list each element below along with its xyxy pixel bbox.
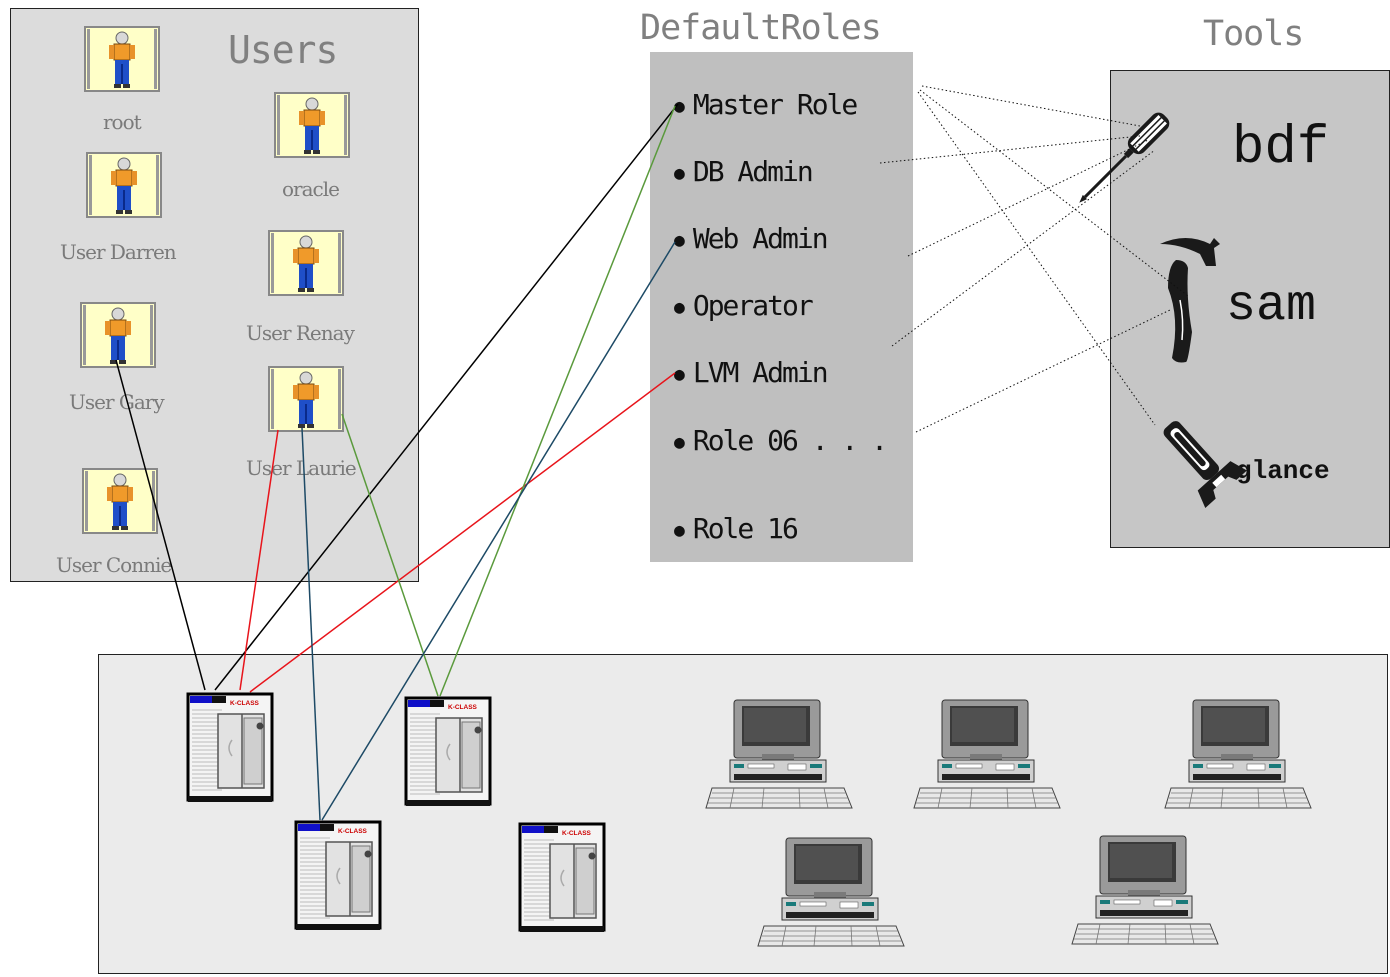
- role-web-admin[interactable]: ●Web Admin: [674, 222, 829, 255]
- server-cabinet-3[interactable]: [294, 820, 382, 932]
- workstation-2[interactable]: [913, 699, 1061, 809]
- role-label: Role 16: [692, 512, 799, 545]
- workstation-4[interactable]: [757, 837, 905, 947]
- server-cabinet-4[interactable]: [518, 822, 606, 934]
- user-label-root: root: [103, 110, 142, 134]
- server-badge: K-CLASS: [562, 830, 592, 837]
- role-master[interactable]: ●Master Role: [674, 88, 858, 121]
- user-role-server-links: [115, 103, 679, 821]
- tools-panel: [1110, 70, 1390, 548]
- user-label-connie: User Connie: [56, 553, 172, 577]
- hammer-icon: [1160, 238, 1220, 363]
- server-badge: K-CLASS: [230, 700, 260, 707]
- role-label: Role 06 . . .: [692, 424, 888, 457]
- server-badge: K-CLASS: [338, 828, 368, 835]
- user-label-laurie: User Laurie: [246, 456, 357, 480]
- workstation-5[interactable]: [1071, 835, 1219, 945]
- role-lvm-admin[interactable]: ●LVM Admin: [674, 356, 829, 389]
- role-db-admin[interactable]: ●DB Admin: [674, 155, 814, 188]
- wrench-icon: [1163, 421, 1247, 508]
- roles-panel: [650, 52, 913, 562]
- role-label: LVM Admin: [692, 356, 829, 389]
- server-cabinet-1[interactable]: [186, 692, 274, 804]
- role-06[interactable]: ●Role 06 . . .: [674, 424, 888, 457]
- role-label: Operator: [692, 289, 814, 322]
- user-label-oracle: oracle: [282, 177, 340, 201]
- role-label: Web Admin: [692, 222, 829, 255]
- user-label-renay: User Renay: [246, 321, 355, 345]
- role-tool-links: [879, 85, 1189, 433]
- role-label: DB Admin: [692, 155, 814, 188]
- user-label-gary: User Gary: [69, 390, 165, 414]
- user-label-darren: User Darren: [60, 240, 177, 264]
- screwdriver-icon: [1079, 112, 1170, 203]
- workstation-3[interactable]: [1164, 699, 1312, 809]
- tool-label-sam: sam: [1226, 278, 1317, 335]
- users-title: Users: [228, 28, 338, 72]
- role-16[interactable]: ●Role 16: [674, 512, 799, 545]
- server-cabinet-2[interactable]: [404, 696, 492, 808]
- workstation-1[interactable]: [705, 699, 853, 809]
- role-operator[interactable]: ●Operator: [674, 289, 814, 322]
- tool-label-bdf: bdf: [1232, 118, 1330, 179]
- tools-title: Tools: [1203, 14, 1304, 54]
- roles-title: DefaultRoles: [640, 8, 882, 48]
- role-label: Master Role: [692, 88, 858, 121]
- tool-label-glance: glance: [1236, 456, 1330, 486]
- users-panel: [10, 8, 419, 582]
- server-badge: K-CLASS: [448, 704, 478, 711]
